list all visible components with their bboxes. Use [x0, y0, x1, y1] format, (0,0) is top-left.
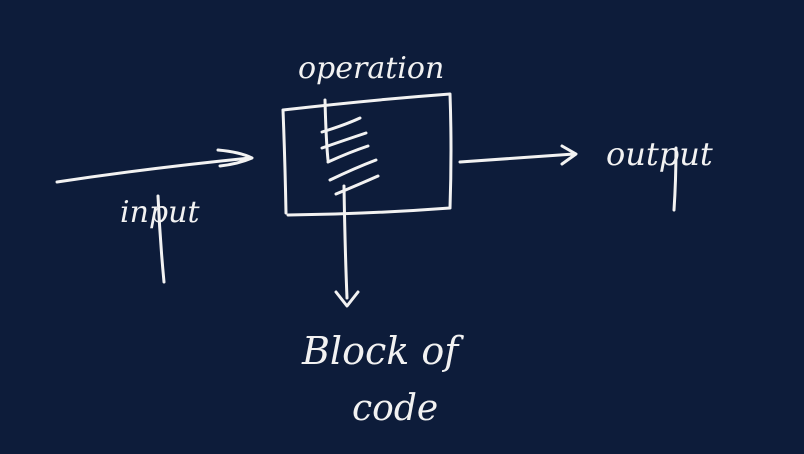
input-label: input	[120, 195, 200, 230]
code-label: code	[352, 388, 438, 429]
operation-label: operation	[298, 51, 444, 86]
block-of-label: Block of	[301, 329, 464, 373]
operation-box	[281, 92, 453, 217]
block-arrow	[334, 184, 360, 308]
output-arrow	[458, 144, 578, 166]
output-label: output	[606, 135, 713, 173]
output-stem	[672, 146, 678, 212]
operation-scribble	[320, 98, 380, 196]
input-stem	[156, 194, 166, 284]
input-arrow	[55, 148, 254, 184]
